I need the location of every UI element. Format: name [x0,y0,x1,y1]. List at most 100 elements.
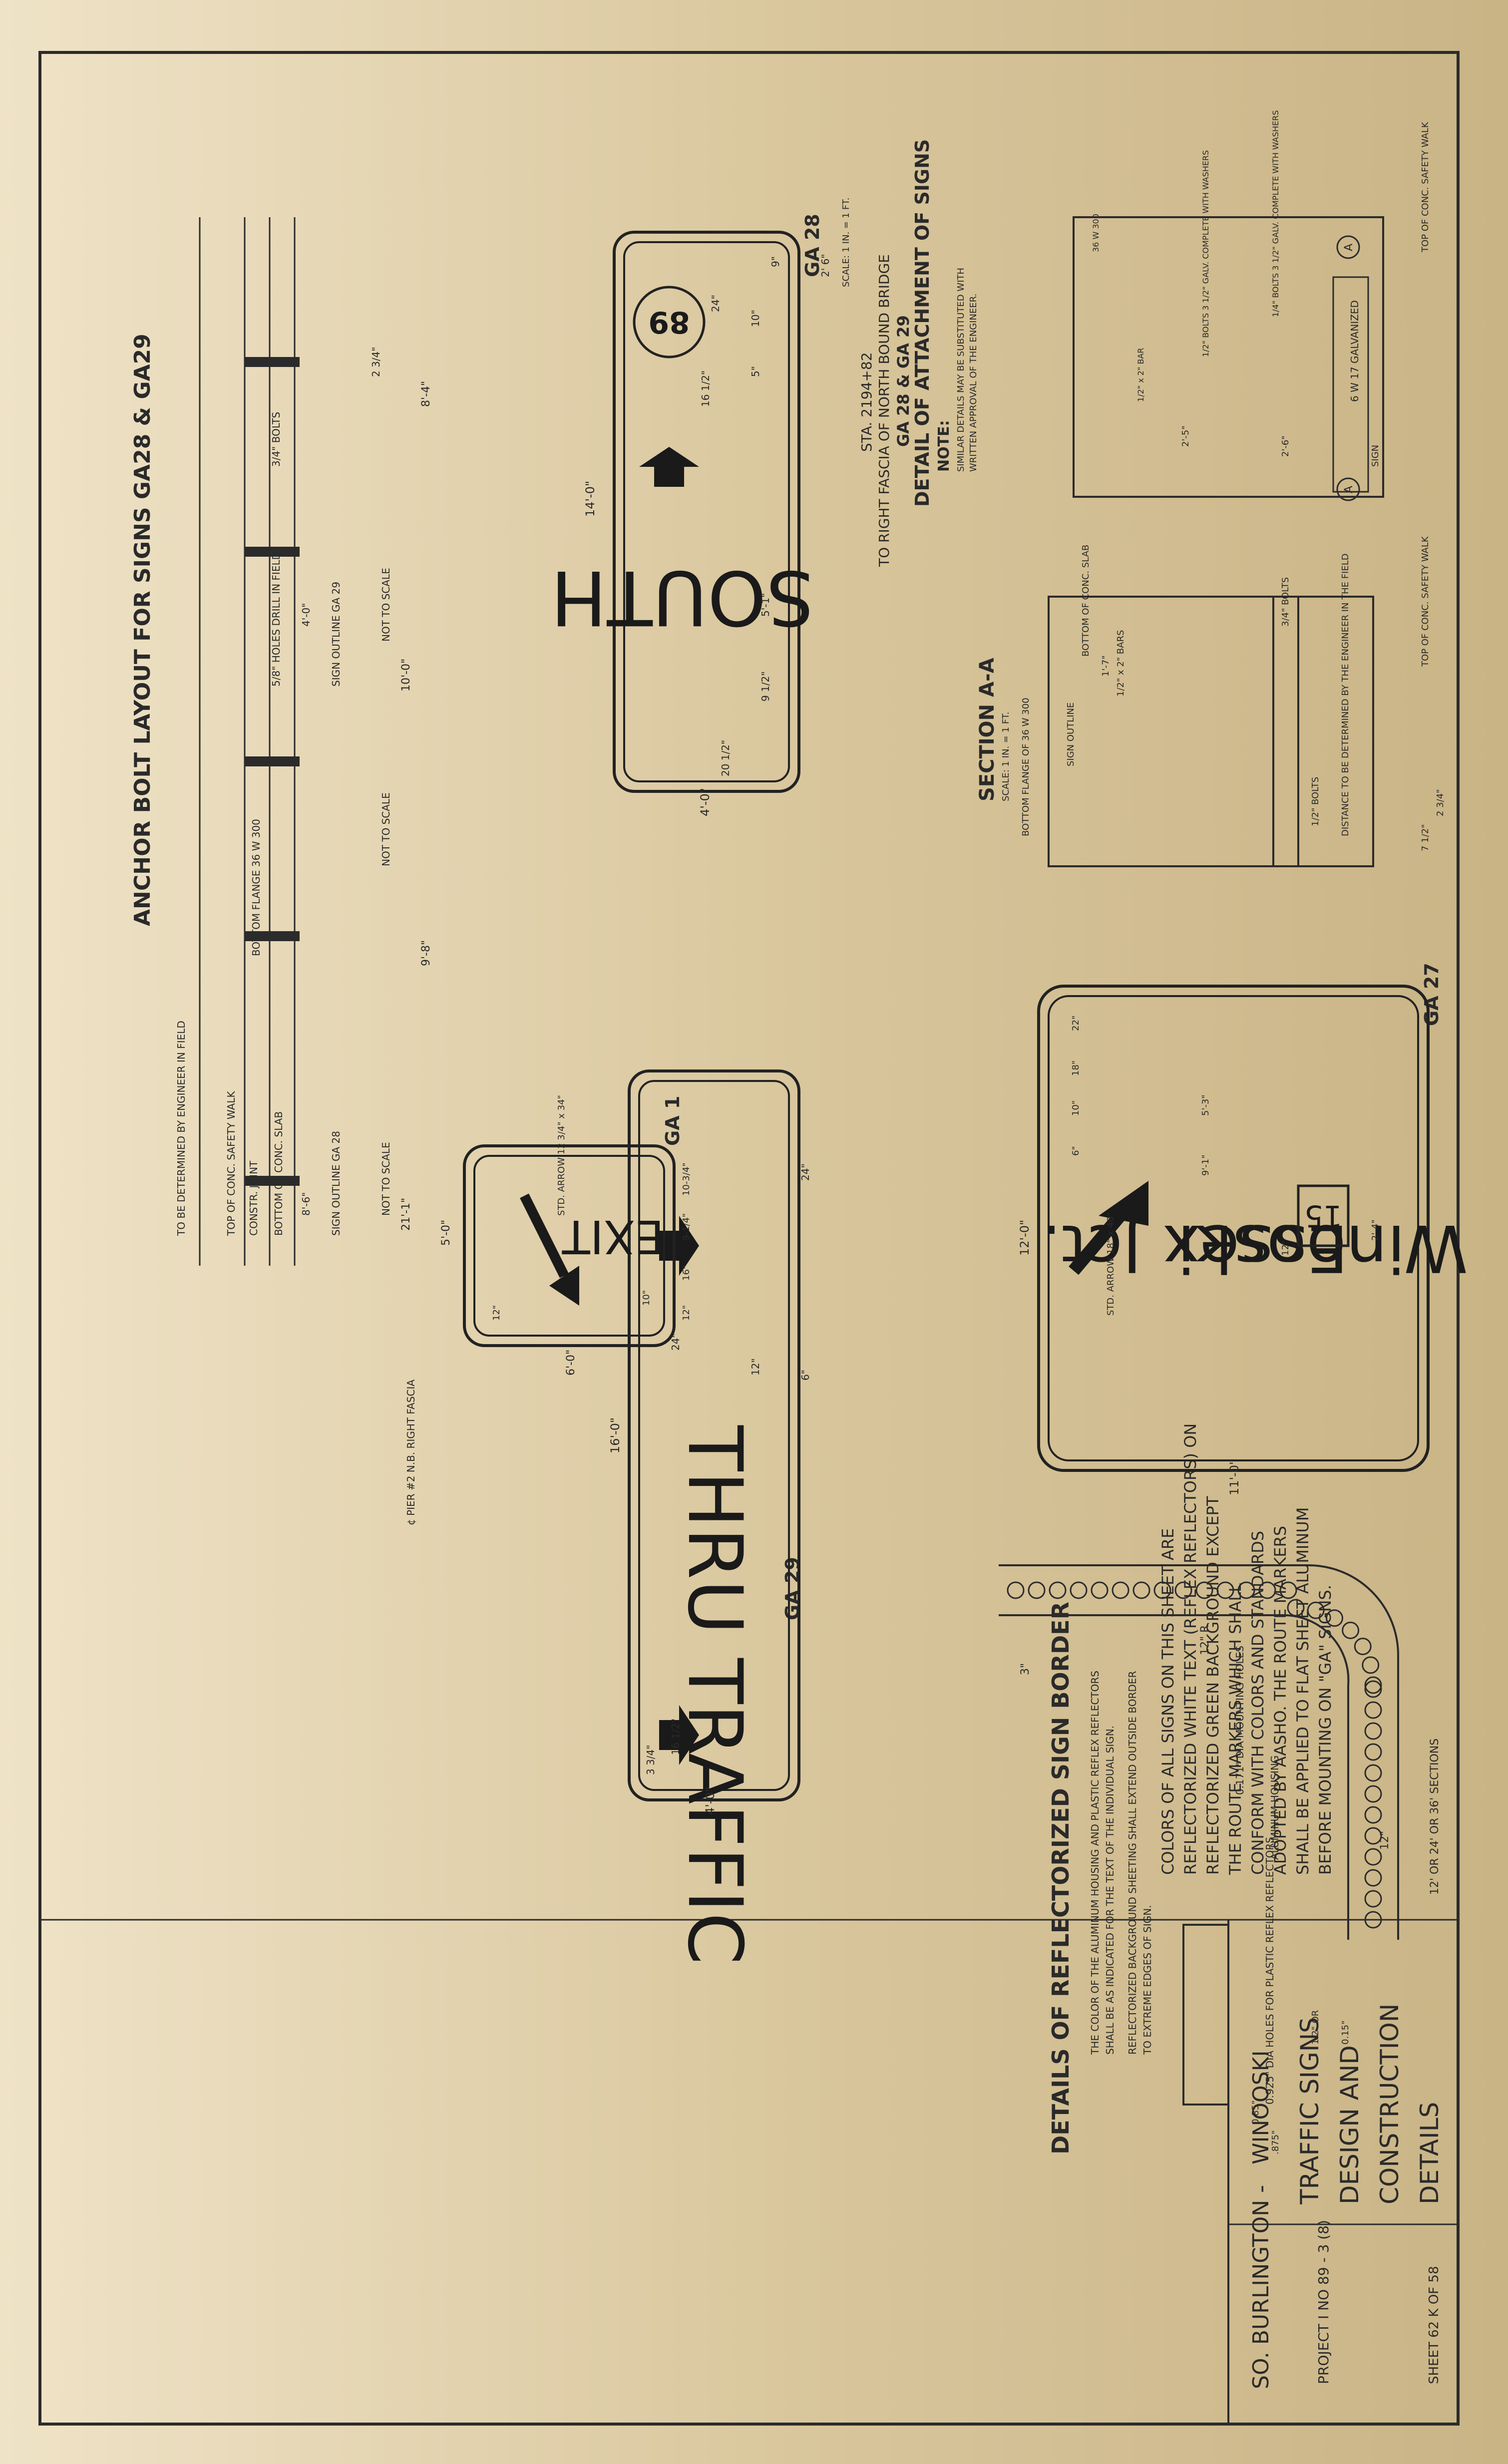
ga28-dim-d3: 24" [710,295,722,312]
anchor-slab-label: BOTTOM OF CONC. SLAB [273,1111,285,1236]
reflector-hole [1007,1581,1025,1599]
attachment-note-line-2: WRITTEN APPROVAL OF THE ENGINEER. [968,294,979,472]
sign-ga1: GA 1 EXIT STD. ARROW 12 3/4" x 34" 5'-0"… [440,1095,692,1376]
attachment-a-label-1: A [1343,486,1355,493]
colors-note-line-7: SHALL BE APPLIED TO FLAT SHEET ALUMINUM [1293,1507,1312,1875]
attachment-beam: 36 W 300 [1091,214,1101,252]
ga28-dim-d9: 5" [750,366,761,377]
attachment-a-marker-2 [1336,235,1360,259]
title-line-2: DESIGN AND [1335,2045,1364,2204]
ga29-arrow-left [659,1216,699,1276]
anchor-not-to-scale-3: NOT TO SCALE [380,1142,392,1216]
border-note-2: SHALL BE AS INDICATED FOR THE TEXT OF TH… [1104,1726,1116,2055]
anchor-bolt-2 [245,931,300,941]
ga28-route-shield [633,286,706,358]
reflector-hole [1362,1656,1380,1674]
title-location-line1: SO. BURLINGTON - [1248,2185,1274,2389]
section-aa-frame [1048,596,1374,867]
anchor-holes-label: 5/8" HOLES DRILL IN FIELD [270,552,282,687]
border-detail: DETAILS OF REFLECTORIZED SIGN BORDER THE… [999,1564,1441,2154]
section-aa-bolts: 3/4" BOLTS [1280,577,1291,627]
ga27-dim-d4: 5'-3" [1200,1094,1211,1116]
reflector-hole [1364,1827,1382,1845]
anchor-bolt-5 [245,357,300,367]
reflector-hole [1364,1722,1382,1740]
reflector-hole [1342,1621,1360,1639]
attachment-scale: SCALE: 1 IN. = 1 FT. [841,198,851,287]
sign-ga29-inner [638,1080,790,1791]
anchor-determined-label: TO BE DETERMINED BY ENGINEER IN FIELD [175,1021,187,1236]
reflector-hole [1364,1785,1382,1803]
anchor-not-to-scale-2: NOT TO SCALE [380,568,392,642]
anchor-bolt-4 [245,547,300,557]
anchor-pier-label: ¢ PIER #2 N.B. RIGHT FASCIA [405,1380,417,1525]
reflector-hole [1326,1609,1343,1627]
attachment-galv-label: 6 W 17 GALVANIZED [1349,300,1361,402]
attachment-a-label-2: A [1343,244,1355,251]
ga1-dim-d1: 12" [681,1305,692,1321]
section-aa-title: SECTION A-A [976,658,999,801]
sign-ga29-height: 4'-0" [703,1786,717,1815]
reflector-hole [1364,1890,1382,1908]
ga29-dim-d5: 16 1/2" [670,1719,682,1755]
ga29-dim-d4: 3 3/4" [645,1745,657,1775]
colors-note-line-5: CONFORM WITH COLORS AND STANDARDS [1248,1531,1267,1875]
reflector-hole [1364,1676,1382,1694]
sheet-number: SHEET 62 K OF 58 [1427,2266,1442,2385]
sheet-frame [38,51,1460,2426]
border-detail-title: DETAILS OF REFLECTORIZED SIGN BORDER [1047,1602,1074,2154]
title-line-3: CONSTRUCTION [1375,2004,1404,2204]
border-note-3: REFLECTORIZED BACKGROUND SHEETING SHALL … [1127,1671,1138,2055]
sign-ga28-width: 14'-0" [583,481,597,517]
ga1-arrow-head [549,1266,579,1306]
anchor-dim-2: 10'-0" [400,659,412,692]
ga29-dim-d3: 12" [750,1358,761,1376]
border-sections-label: 12' OR 24' OR 36' SECTIONS [1429,1739,1441,1895]
anchor-outline-ga29: SIGN OUTLINE GA 29 [330,582,342,687]
title-block: SO. BURLINGTON - WINOOSKI TRAFFIC SIGNS … [1227,1920,1458,2424]
ga28-dim-d2: 9" [769,256,781,267]
section-aa-bolts2: 1/2" BOLTS [1310,777,1321,826]
attachment-walk-label: TOP OF CONC. SAFETY WALK [1420,121,1431,253]
ga28-shield-number: 89 [648,305,690,340]
section-aa: SECTION A-A SCALE: 1 IN. = 1 FT. TOP OF … [976,536,1446,867]
section-aa-bottom-slab: BOTTOM OF CONC. SLAB [1081,545,1091,657]
attachment-galv-beam [1332,276,1369,493]
sign-ga1-id: GA 1 [662,1096,684,1146]
ga1-arrow-label: STD. ARROW 12 3/4" x 34" [556,1095,567,1216]
reflector-hole [1364,1869,1382,1887]
sign-ga28-text: SOUTH [551,554,814,641]
ga27-dim-d7: 10" [1071,1100,1081,1116]
ga1-dim-d3: 9-1/4" [681,1213,692,1241]
ga29-dim-d2: 6" [799,1370,811,1381]
sign-ga28-outer [613,231,800,793]
border-dim-3: 3" [1019,1663,1032,1675]
sign-ga29-text: THRU TRAFFIC [671,1425,758,1965]
ga1-dim-d4: 10-3/4" [681,1162,692,1196]
anchor-bolts-label: 3/4" BOLTS [270,412,282,467]
reflector-hole [1237,1581,1255,1599]
attachment-bar: 1/2" x 2" BAR [1136,348,1145,402]
border-radius: 12" R [1199,1625,1211,1655]
sign-ga1-text: EXIT [562,1210,664,1263]
reflector-hole [1364,1806,1382,1824]
ga27-dim-d3: 12" [1280,1240,1291,1256]
section-aa-dim2: 7 1/2" [1420,824,1431,851]
reflector-hole [1287,1599,1305,1617]
anchor-bolt-layout: ANCHOR BOLT LAYOUT FOR SIGNS GA28 & GA29… [130,217,432,1525]
colors-note-line-6: ADOPTED BY AASHO. THE ROUTE MARKERS [1271,1526,1290,1875]
reflector-hole [1354,1638,1372,1655]
anchor-dim-4: 21'-1" [400,1198,412,1231]
attachment-sign-label: SIGN [1370,445,1381,467]
reflector-hole [1364,1848,1382,1866]
attachment-note-title: NOTE: [935,420,953,472]
reflector-hole [1364,1911,1382,1929]
ga27-arrow-label: STD. ARROW 18" x 40" [1106,1212,1116,1316]
colors-note-line-8: BEFORE MOUNTING ON "GA" SIGNS. [1316,1585,1335,1875]
colors-note-line-1: COLORS OF ALL SIGNS ON THIS SHEET ARE [1158,1528,1177,1875]
attachment-dim: 2'-5" [1180,425,1191,447]
project-number: PROJECT I NO 89 - 3 (8) [1315,2220,1332,2384]
sign-ga27-line1: Winooski [1177,1210,1468,1286]
ga1-dim-d6: 10" [641,1290,652,1306]
